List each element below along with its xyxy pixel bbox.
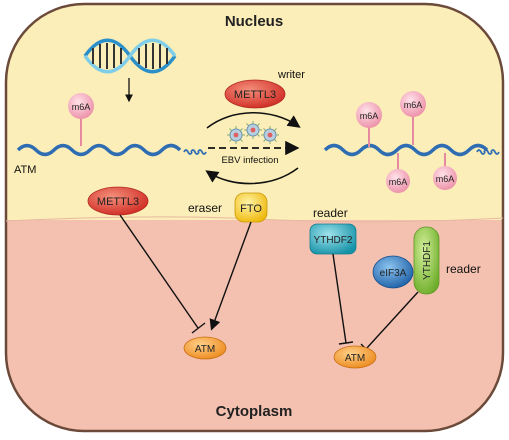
eraser-label: eraser: [188, 201, 222, 215]
fto-label: FTO: [240, 203, 262, 215]
eif3a-protein: [372, 255, 414, 289]
atm-protein-left: [183, 336, 227, 360]
ebv-virus-icon: [227, 121, 279, 144]
ebv-infection-label: EBV infection: [221, 155, 278, 166]
m6a-mark-right-3: m6A: [386, 153, 410, 193]
atm-gene-label: ATM: [14, 164, 36, 176]
atm-mrna-left: [16, 143, 207, 157]
m6a-label: m6A: [360, 111, 379, 121]
fto-promotes-atm-arrow: [209, 221, 252, 331]
dna-helix-icon: [83, 38, 177, 74]
atm-protein-left-label: ATM: [195, 344, 215, 355]
ythdf2-inhibits-atm: [332, 253, 354, 345]
eif3a-label: eIF3A: [380, 268, 407, 279]
mettl3-inhibits-atm: [119, 214, 206, 334]
atm-mrna-right: [323, 143, 500, 157]
demethylation-arrow: [205, 167, 299, 185]
reader-label-ythdf2: reader: [313, 206, 348, 220]
m6a-mark-right-4: m6A: [433, 153, 457, 190]
mettl3-protein: [87, 186, 149, 216]
m6a-label: m6A: [389, 177, 408, 187]
ythdf1-label: YTHDF1: [422, 241, 433, 280]
m6a-label: m6A: [72, 102, 91, 112]
m6a-label: m6A: [436, 174, 455, 184]
m6a-mark-left: m6A: [68, 93, 94, 146]
m6a-mark-right-1: m6A: [356, 102, 382, 147]
cell-membrane: [4, 2, 505, 433]
methylation-arrow: [206, 111, 301, 129]
m6a-mark-right-2: m6A: [400, 91, 426, 145]
atm-protein-right: [333, 345, 377, 369]
cytoplasm-label: Cytoplasm: [216, 403, 293, 420]
writer-label: writer: [277, 69, 305, 81]
ythdf1-protein: [413, 226, 440, 295]
nucleus-label: Nucleus: [225, 13, 283, 30]
m6a-label: m6A: [404, 100, 423, 110]
mettl3-writer-protein: [224, 79, 286, 109]
atm-protein-right-label: ATM: [345, 353, 365, 364]
mettl3-label: METTL3: [97, 196, 139, 208]
ythdf2-label: YTHDF2: [314, 235, 353, 246]
mettl3-writer-label: METTL3: [234, 89, 276, 101]
reader-label-ythdf1: reader: [446, 262, 481, 276]
